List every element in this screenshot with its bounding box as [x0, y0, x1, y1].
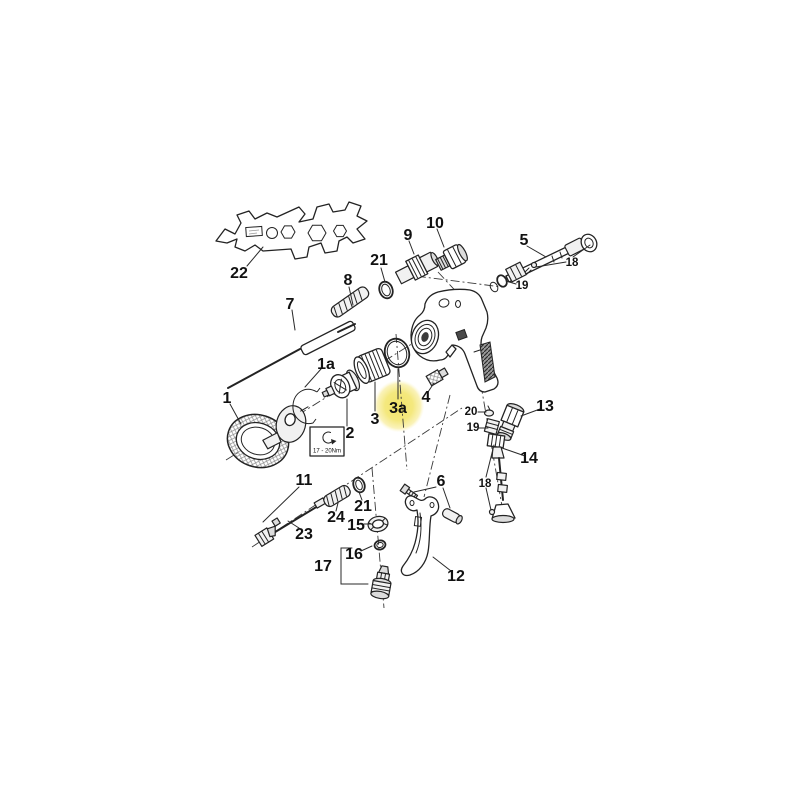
torque-value: 17 - 20Nm	[313, 449, 341, 455]
part-19-seal	[483, 418, 500, 435]
part-label-20[interactable]: 20	[465, 406, 478, 418]
part-21-oring-bottom	[352, 476, 366, 494]
part-1a-clip	[292, 387, 321, 425]
leader-lines	[229, 228, 591, 585]
part-label-4[interactable]: 4	[422, 389, 431, 406]
torque-note: 17 - 20Nm	[309, 426, 345, 457]
part-label-10[interactable]: 10	[426, 215, 444, 232]
torque-arrow-icon	[322, 431, 334, 444]
part-21-oring-top	[378, 280, 394, 300]
part-20-washer	[483, 405, 495, 417]
part-label-1[interactable]: 1	[223, 390, 232, 407]
handle-brand-band	[479, 341, 496, 383]
part-label-17[interactable]: 17	[314, 558, 332, 575]
part-10-fitting	[435, 243, 468, 271]
part-label-24[interactable]: 24	[327, 509, 345, 526]
part-label-23[interactable]: 23	[295, 526, 313, 543]
part-label-8[interactable]: 8	[344, 272, 353, 289]
part-label-13[interactable]: 13	[536, 398, 554, 415]
torque-arrow-head	[331, 439, 337, 445]
part-label-22[interactable]: 22	[230, 265, 248, 282]
part-label-21-bottom[interactable]: 21	[354, 498, 372, 515]
part-3-nut	[353, 347, 391, 384]
highlight-blob-3a	[373, 379, 425, 433]
part-label-18-lower[interactable]: 18	[479, 478, 492, 490]
part-18-ball-lower	[488, 508, 496, 516]
part-label-12[interactable]: 12	[447, 568, 465, 585]
part-label-9[interactable]: 9	[404, 227, 413, 244]
part-12-trigger	[400, 495, 440, 577]
part-8-spring	[330, 286, 370, 318]
part-label-1a[interactable]: 1a	[317, 356, 335, 373]
part-4-stud	[425, 367, 449, 387]
part-11-needle-assembly	[254, 476, 366, 547]
wrench-logo-plate	[245, 225, 263, 238]
part-5-tube-assembly	[489, 233, 598, 293]
part-label-6[interactable]: 6	[437, 473, 446, 490]
part-label-14[interactable]: 14	[520, 450, 538, 467]
hanging-hole	[438, 298, 450, 308]
part-1-air-cap-assembly	[226, 405, 309, 469]
part-label-3a[interactable]: 3a	[389, 400, 407, 417]
trigger-stud	[455, 328, 468, 341]
part-label-11[interactable]: 11	[296, 472, 313, 489]
part-label-16[interactable]: 16	[345, 546, 363, 563]
part-22-wrench-tool	[215, 201, 368, 260]
part-label-2[interactable]: 2	[346, 425, 355, 442]
part-label-3[interactable]: 3	[371, 411, 380, 428]
part-14-needle-valve	[483, 405, 516, 524]
part-17-fitting	[370, 565, 392, 600]
part-label-5[interactable]: 5	[520, 232, 529, 249]
part-24-spring	[323, 484, 351, 508]
part-18-ball	[530, 261, 538, 269]
part-label-15[interactable]: 15	[347, 517, 365, 534]
part-7-needle	[227, 320, 356, 389]
part-label-19-right[interactable]: 19	[467, 422, 480, 434]
part-3a-seal-ring	[383, 337, 411, 369]
gun-body	[410, 288, 499, 393]
part-label-21-top[interactable]: 21	[370, 252, 388, 269]
callout-labels: 1 1a 2 3 3a 4 5 6 7 8 9 10 11 12 13 14 1…	[223, 215, 579, 585]
part-2-fluid-tip	[321, 369, 361, 399]
part-label-7[interactable]: 7	[286, 296, 295, 313]
part-9-valve	[394, 251, 440, 285]
part-23-packing	[254, 517, 281, 547]
part-label-18-top[interactable]: 18	[566, 257, 579, 269]
part-16-oring	[373, 539, 387, 551]
part-label-19-top[interactable]: 19	[516, 280, 529, 292]
